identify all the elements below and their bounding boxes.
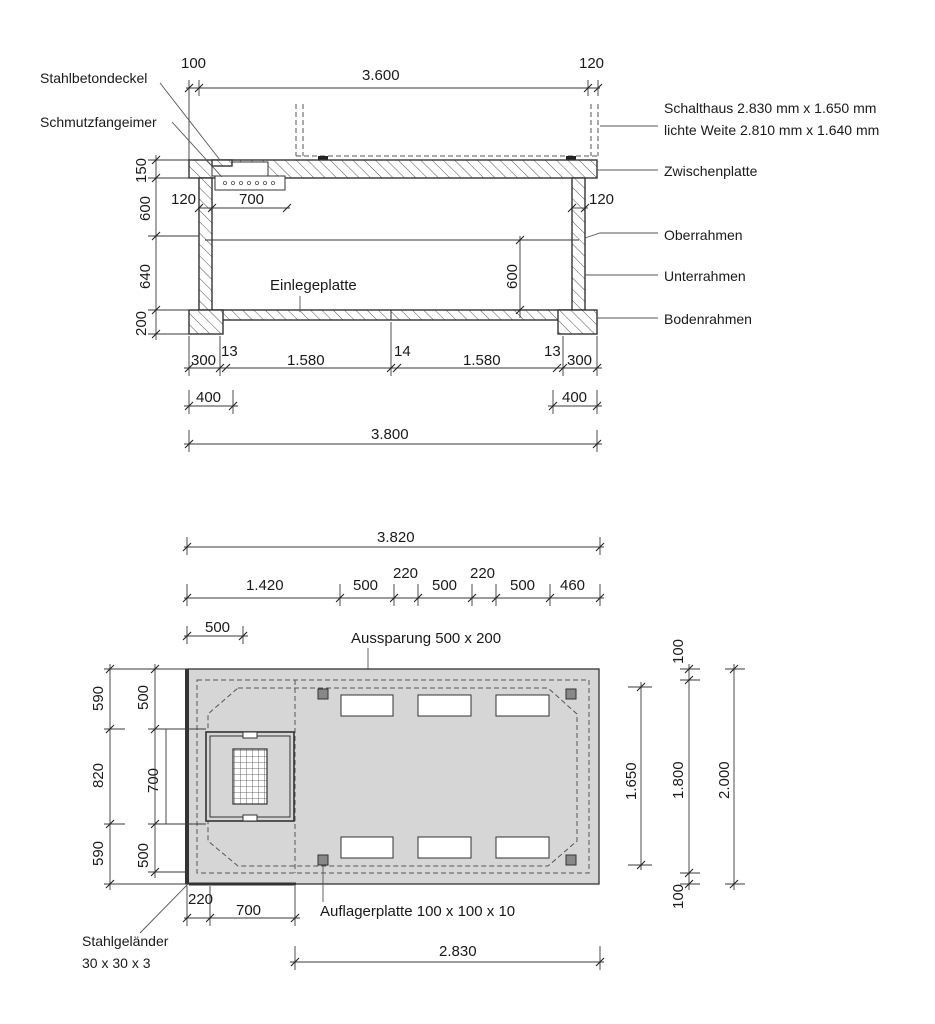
dim-1800: 1.800: [670, 761, 687, 799]
aussparung-top-1: [340, 694, 394, 717]
dim-220-a: 220: [393, 565, 418, 582]
aussparung-top-3: [495, 694, 550, 717]
dim-150: 150: [133, 158, 150, 183]
section-dim-bottom: 300 13 1.580 14 1.580 13 300 400 400 3.: [184, 322, 602, 452]
dim-2000: 2.000: [716, 761, 733, 799]
section-body: [188, 159, 598, 335]
plan-dim-right: 1.650 100 1.800 100 2.000: [623, 639, 745, 909]
dim-2830: 2.830: [439, 943, 477, 960]
aussparung-bottom-2: [417, 836, 472, 859]
label-aussparung: Aussparung 500 x 200: [351, 630, 501, 647]
label-auflagerplatte: Auflagerplatte 100 x 100 x 10: [320, 903, 515, 920]
dim-220-b: 220: [470, 565, 495, 582]
dim-120-left: 120: [171, 191, 196, 208]
dim-300-left: 300: [191, 352, 216, 369]
label-zwischenplatte: Zwischenplatte: [664, 163, 758, 179]
manhole: [205, 731, 295, 822]
plan-view: 3.820 1.420 500 220 500 220 500 460: [82, 529, 745, 971]
schmutzfangeimer-grate: [232, 748, 268, 805]
bodenrahmen-left: [188, 309, 224, 335]
dim-120-right: 120: [589, 191, 614, 208]
dim-400-left: 400: [196, 389, 221, 406]
label-unterrahmen: Unterrahmen: [664, 268, 746, 284]
dim-700: 700: [239, 191, 264, 208]
dim-700-bottom: 700: [236, 902, 261, 919]
plan-dim-bottom: 220 700 2.830: [182, 886, 605, 970]
section-labels: Stahlbetondeckel Schmutzfangeimer Einleg…: [40, 70, 879, 327]
label-bodenrahmen: Bodenrahmen: [664, 311, 752, 327]
dim-1420: 1.420: [246, 577, 284, 594]
dim-220-bottom: 220: [188, 891, 213, 908]
label-schmutzfangeimer: Schmutzfangeimer: [40, 114, 157, 130]
dim-460: 460: [560, 577, 585, 594]
dim-500-left-a: 500: [135, 685, 152, 710]
dim-100-bottom: 100: [670, 884, 687, 909]
label-stahlbetondeckel: Stahlbetondeckel: [40, 70, 147, 86]
stahlbetondeckel-lid: [211, 159, 233, 167]
dim-14: 14: [394, 343, 411, 360]
aussparung-bottom-3: [495, 836, 550, 859]
dim-1650: 1.650: [623, 762, 640, 800]
label-schalthaus-line2: lichte Weite 2.810 mm x 1.640 mm: [664, 122, 879, 138]
dim-600-right: 600: [504, 264, 521, 289]
label-stahlgelaender-line1: Stahlgeländer: [82, 933, 169, 949]
aussparung-bottom-1: [340, 836, 394, 859]
dim-300-right: 300: [567, 352, 592, 369]
label-stahlgelaender-line2: 30 x 30 x 3: [82, 955, 151, 971]
dim-500-left-b: 500: [135, 843, 152, 868]
dim-1580-left: 1.580: [287, 352, 325, 369]
dim-820: 820: [90, 763, 107, 788]
dim-600: 600: [137, 196, 154, 221]
section-dim-left: 150 600 640 200: [133, 155, 199, 340]
dim-500-a: 500: [353, 577, 378, 594]
dim-100: 100: [181, 55, 206, 72]
dim-120: 120: [579, 55, 604, 72]
dim-3600: 3.600: [362, 67, 400, 84]
dim-3820: 3.820: [377, 529, 415, 546]
dim-640: 640: [137, 264, 154, 289]
aussparung-top-2: [417, 694, 472, 717]
dim-590-b: 590: [90, 841, 107, 866]
dim-500-top-small: 500: [205, 619, 230, 636]
left-wall: [198, 177, 213, 311]
bodenrahmen-right: [557, 309, 598, 335]
right-wall: [571, 177, 586, 311]
dim-13-left: 13: [221, 343, 238, 360]
aussparungen: [340, 694, 550, 859]
section-dim-top: 100 3.600 120: [181, 55, 604, 165]
schalthaus-outline: [295, 104, 599, 160]
dim-200: 200: [133, 311, 150, 336]
zwischenplatte-slab: [188, 159, 598, 179]
plan-dim-left: 590 820 590 500 700 500: [90, 664, 206, 890]
dim-590-a: 590: [90, 686, 107, 711]
dim-13-right: 13: [544, 343, 561, 360]
dim-400-right: 400: [562, 389, 587, 406]
schmutzfangeimer-holes: [222, 180, 275, 185]
label-oberrahmen: Oberrahmen: [664, 227, 743, 243]
label-schalthaus-line1: Schalthaus 2.830 mm x 1.650 mm: [664, 100, 876, 116]
plan-dim-top: 3.820 1.420 500 220 500 220 500 460: [182, 529, 605, 644]
section-dim-inner: 120 700 600 120: [171, 191, 614, 318]
auflagerplatten: [317, 688, 577, 866]
label-einlegeplatte: Einlegeplatte: [270, 277, 357, 294]
section-view: 100 3.600 120: [40, 55, 879, 452]
dim-500-b: 500: [432, 577, 457, 594]
dim-1580-right: 1.580: [463, 352, 501, 369]
dim-500-c: 500: [510, 577, 535, 594]
dim-700-left: 700: [145, 768, 162, 793]
dim-100-top: 100: [670, 639, 687, 664]
dim-3800: 3.800: [371, 426, 409, 443]
